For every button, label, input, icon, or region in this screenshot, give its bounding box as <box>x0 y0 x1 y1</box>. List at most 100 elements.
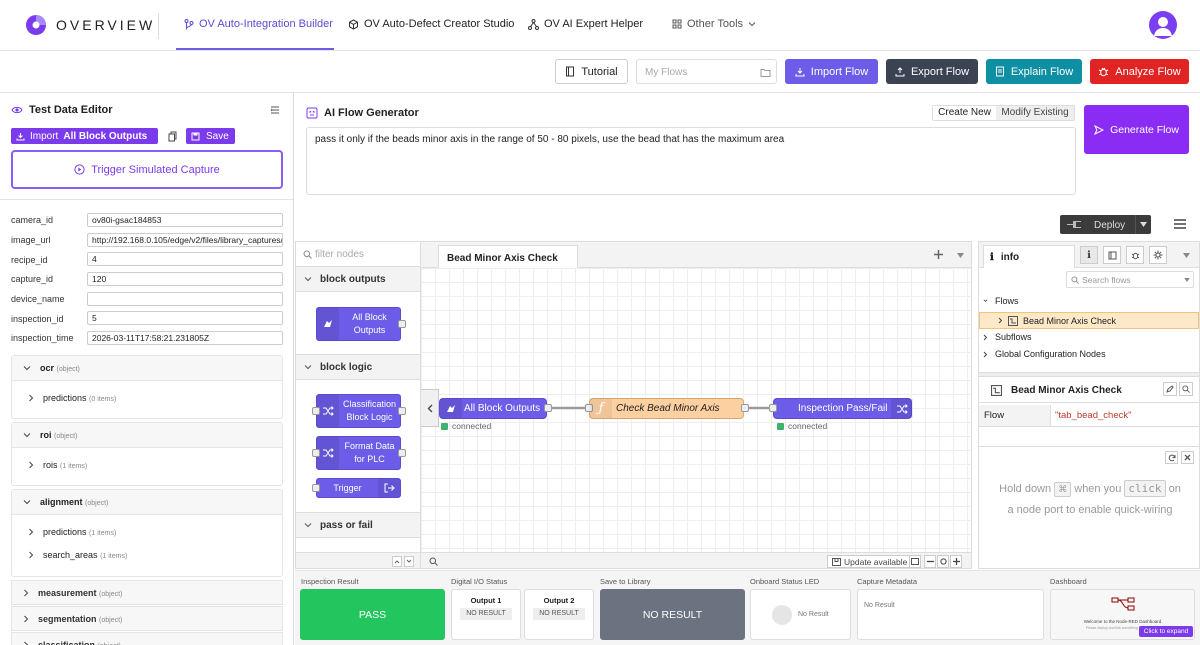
save-button[interactable]: Save <box>186 128 235 144</box>
search-flows-input[interactable]: Search flows <box>1066 271 1194 288</box>
flow-node-inspection-pass-fail[interactable]: Inspection Pass/Fail <box>773 398 912 419</box>
expand-dashboard-button[interactable]: Click to expand <box>1139 626 1193 637</box>
input-port[interactable] <box>769 404 777 412</box>
deploy-button[interactable]: Deploy <box>1060 215 1151 234</box>
tutorial-button[interactable]: Tutorial <box>555 59 628 84</box>
expand-all-button[interactable] <box>404 556 414 567</box>
nav-active-indicator <box>176 48 334 50</box>
explain-flow-button[interactable]: Explain Flow <box>986 59 1082 84</box>
eye-icon <box>11 105 23 115</box>
object-header[interactable]: alignment (object) <box>12 490 282 515</box>
caret-down-icon[interactable] <box>1140 222 1147 227</box>
search-icon[interactable] <box>429 557 438 566</box>
export-flow-button[interactable]: Export Flow <box>886 59 978 84</box>
sidebar-tab-info[interactable]: ℹ info <box>983 245 1075 268</box>
flow-node-check-bead-minor-axis[interactable]: ƒ Check Bead Minor Axis <box>589 398 744 419</box>
import-flow-button[interactable]: Import Flow <box>785 59 878 84</box>
search-flow-button[interactable] <box>1179 382 1193 396</box>
add-tab-icon[interactable] <box>934 250 943 259</box>
output-port[interactable] <box>398 449 406 457</box>
chevron-right-icon <box>28 551 34 559</box>
camera-id-input[interactable]: ov80i-gsac184853 <box>87 213 283 227</box>
output-port[interactable] <box>398 407 406 415</box>
list-item[interactable]: predictions (0 items) <box>28 393 116 403</box>
zoom-reset-button[interactable] <box>937 555 949 568</box>
collapse-all-button[interactable] <box>392 556 402 567</box>
palette-node-all-block-outputs[interactable]: All Block Outputs <box>316 307 401 341</box>
object-type: (object) <box>99 617 122 624</box>
object-type: (object) <box>54 433 77 440</box>
edit-flow-button[interactable] <box>1163 382 1177 396</box>
palette-category-block-outputs[interactable]: block outputs <box>296 266 421 292</box>
copy-button[interactable] <box>164 128 180 144</box>
analyze-flow-button[interactable]: Analyze Flow <box>1090 59 1189 84</box>
nav-auto-integration-builder[interactable]: OV Auto-Integration Builder <box>184 18 333 30</box>
output-port[interactable] <box>544 404 552 412</box>
tree-global-config[interactable]: Global Configuration Nodes <box>983 349 1106 359</box>
list-item[interactable]: predictions (1 items) <box>28 527 116 537</box>
list-item[interactable]: rois (1 items) <box>28 460 87 470</box>
flow-prompt-textarea[interactable]: pass it only if the beads minor axis in … <box>306 127 1076 195</box>
tree-flows[interactable]: Flows <box>983 296 1019 306</box>
tree-subflows[interactable]: Subflows <box>983 332 1032 342</box>
palette-category-pass-or-fail[interactable]: pass or fail <box>296 512 421 538</box>
flow-icon <box>1008 316 1018 326</box>
palette-category-block-logic[interactable]: block logic <box>296 354 421 380</box>
map-view-button[interactable] <box>909 555 921 568</box>
zoom-in-button[interactable] <box>950 555 962 568</box>
object-classification[interactable]: classification (object) <box>11 632 283 645</box>
recipe-id-input[interactable]: 4 <box>87 252 283 266</box>
input-port[interactable] <box>312 449 320 457</box>
palette-node-trigger[interactable]: Trigger <box>316 478 401 498</box>
filter-nodes-input[interactable]: filter nodes <box>315 249 364 260</box>
sidebar-debug-button[interactable] <box>1126 246 1144 264</box>
palette-node-format-data[interactable]: Format Data for PLC <box>316 436 401 470</box>
output-port[interactable] <box>741 404 749 412</box>
node-label: Inspection Pass/Fail <box>798 403 888 414</box>
flow-canvas[interactable]: All Block Outputs connected ƒ Check Bead… <box>421 268 972 552</box>
sidebar-help-button[interactable] <box>1103 246 1121 264</box>
category-label: block outputs <box>320 274 386 285</box>
nav-defect-creator-studio[interactable]: OV Auto-Defect Creator Studio <box>348 18 514 30</box>
sidebar-info-button[interactable]: ℹ <box>1080 246 1098 264</box>
tab-menu-caret-icon[interactable] <box>957 253 964 258</box>
mode-modify-existing[interactable]: Modify Existing <box>996 106 1074 120</box>
sidebar-settings-button[interactable] <box>1149 246 1167 264</box>
hamburger-menu-icon[interactable] <box>1174 219 1186 229</box>
flow-node-all-block-outputs[interactable]: All Block Outputs <box>439 398 547 419</box>
mode-create-new[interactable]: Create New <box>933 106 996 120</box>
list-item[interactable]: search_areas (1 items) <box>28 550 127 560</box>
close-tip-button[interactable] <box>1181 451 1194 464</box>
nav-ai-expert-helper[interactable]: OV AI Expert Helper <box>528 18 643 30</box>
collapse-panel-icon[interactable] <box>270 105 280 115</box>
trigger-capture-button[interactable]: Trigger Simulated Capture <box>11 150 283 189</box>
inspection-time-input[interactable]: 2026-03-11T17:58:21.231805Z <box>87 331 283 345</box>
capture-id-input[interactable]: 120 <box>87 272 283 286</box>
sidebar-menu-caret-icon[interactable] <box>1183 253 1190 258</box>
chevron-down-icon <box>23 365 31 371</box>
generate-flow-button[interactable]: Generate Flow <box>1084 105 1189 154</box>
input-port[interactable] <box>312 484 320 492</box>
import-outputs-button[interactable]: Import All Block Outputs <box>11 128 158 144</box>
object-header[interactable]: ocr (object) <box>12 356 282 381</box>
input-port[interactable] <box>312 407 320 415</box>
tree-item-bead-minor-axis-check[interactable]: Bead Minor Axis Check <box>979 312 1199 329</box>
app-logo[interactable]: OVERVIEW <box>25 14 155 36</box>
object-segmentation[interactable]: segmentation (object) <box>11 606 283 631</box>
palette-node-classification-logic[interactable]: Classification Block Logic <box>316 394 401 428</box>
nav-other-tools[interactable]: Other Tools <box>672 18 756 30</box>
image-url-input[interactable]: http://192.168.0.105/edge/v2/files/libra… <box>87 233 283 247</box>
node-label: All Block Outputs <box>339 308 400 340</box>
object-header[interactable]: roi (object) <box>12 423 282 448</box>
output-port[interactable] <box>398 320 406 328</box>
object-measurement[interactable]: measurement (object) <box>11 580 283 605</box>
device-name-input[interactable] <box>87 292 283 306</box>
flows-select[interactable]: My Flows <box>636 59 777 84</box>
zoom-out-button[interactable] <box>924 555 936 568</box>
update-available-button[interactable]: Update available <box>827 555 912 568</box>
refresh-tip-button[interactable] <box>1165 451 1178 464</box>
user-avatar[interactable] <box>1149 11 1177 39</box>
inspection-id-input[interactable]: 5 <box>87 311 283 325</box>
dashboard-card[interactable]: Welcome to the Node-RED Dashboard Please… <box>1050 589 1195 640</box>
tab-bead-minor-axis-check[interactable]: Bead Minor Axis Check <box>438 245 578 268</box>
